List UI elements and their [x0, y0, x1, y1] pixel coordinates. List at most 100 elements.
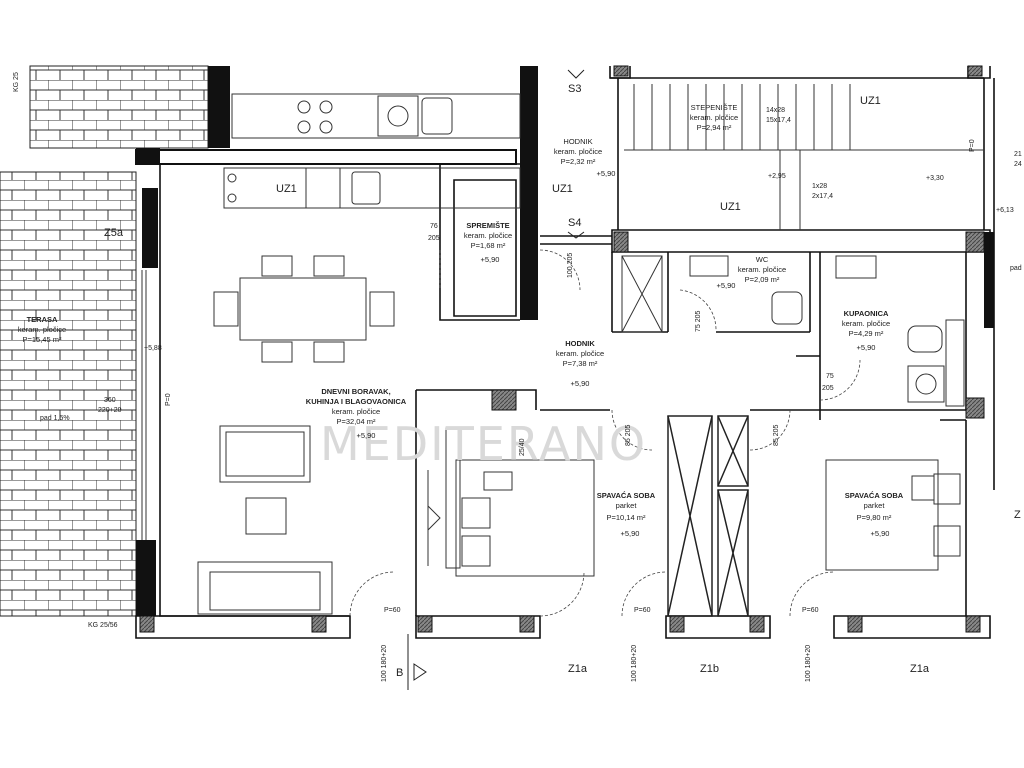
dim-bottom-2: 100 180+20 [631, 645, 638, 682]
dim-p0-right: P=0 [969, 139, 976, 152]
dim-p60-a: P=60 [384, 607, 401, 614]
b-marker: B [396, 667, 403, 679]
kitchen-units [223, 93, 521, 209]
section-markers [407, 69, 585, 690]
hodnik-mid-name: HODNIK [565, 339, 595, 348]
spavaca2-name: SPAVAĆA SOBA [845, 491, 904, 500]
spavaca2-floor: parket [864, 501, 886, 510]
terasa-floor: keram. pločice [18, 325, 66, 334]
dining-table [213, 255, 395, 363]
spavaca2-area: P=9,80 m² [857, 513, 892, 522]
dim-bottom-1: 100 180+20 [381, 645, 388, 682]
hodnik-top-level: +5,90 [597, 169, 616, 178]
dnevni-name2: KUHINJA I BLAGOVAONICA [306, 397, 407, 406]
level-right: +6,13 [996, 207, 1014, 214]
dim-p60-b: P=60 [634, 607, 651, 614]
kupaonica-floor: keram. pločice [842, 319, 890, 328]
s4-tag: S4 [568, 217, 581, 229]
uz1-tag-stair: UZ1 [720, 201, 741, 213]
stepeniste-area: P=2,94 m² [697, 123, 732, 132]
hodnik-mid-level: +5,90 [571, 379, 590, 388]
watermark: MEDITERANO [320, 417, 647, 471]
hodnik-mid-floor: keram. pločice [556, 349, 604, 358]
kupaonica-name: KUPAONICA [844, 309, 889, 318]
dim-stair-a1: 14x28 [766, 107, 785, 114]
dim-100-205: 100 205 [567, 253, 574, 278]
column-hatches [139, 65, 985, 633]
spremiste-name: SPREMIŠTE [466, 221, 509, 230]
dim-stair-b1: 1x28 [812, 183, 827, 190]
dim-85-205-a: 85 205 [625, 424, 632, 446]
uz1-tag-kitchen: UZ1 [276, 183, 297, 195]
wall-outlines [135, 66, 995, 639]
dim-p60-c: P=60 [802, 607, 819, 614]
spavaca1-floor: parket [616, 501, 638, 510]
wardrobes [667, 415, 749, 617]
dim-stair-b2: 2x17,4 [812, 193, 833, 200]
level-terrace: +5,88 [144, 345, 162, 352]
z5a-tag: Z5a [104, 227, 124, 239]
kupaonica-level: +5,90 [857, 343, 876, 352]
edge-right-1: 21 [1014, 151, 1022, 158]
dim-bottom-3: 100 180+20 [805, 645, 812, 682]
bathroom-fixtures [621, 255, 965, 407]
uz1-tag-hall: UZ1 [552, 183, 573, 195]
dim-205b: 205 [822, 385, 834, 392]
kg25-tag: KG 25 [13, 72, 20, 92]
staircase [624, 84, 984, 230]
dim-75b: 75 [826, 373, 834, 380]
uz1-tag-top: UZ1 [860, 95, 881, 107]
dim-win-220: 220+20 [98, 407, 122, 414]
hodnik-mid-area: P=7,38 m² [563, 359, 598, 368]
wc-floor: keram. pločice [738, 265, 786, 274]
pad-right: pad [1010, 265, 1022, 272]
terrace-tiles [0, 171, 137, 617]
spremiste-level: +5,90 [481, 255, 500, 264]
spavaca1-area: P=10,14 m² [607, 513, 646, 522]
level-stair1: +2,95 [768, 173, 786, 180]
level-pad: pad 1,5% [40, 415, 70, 422]
spremiste-area: P=1,68 m² [471, 241, 506, 250]
terasa-name: TERASA [27, 315, 58, 324]
wc-area: P=2,09 m² [745, 275, 780, 284]
wc-name: WC [756, 255, 769, 264]
terrace-window [141, 270, 147, 540]
spavaca1-name: SPAVAĆA SOBA [597, 491, 656, 500]
hodnik-top-floor: keram. pločice [554, 147, 602, 156]
dnevni-level: +5,90 [357, 431, 376, 440]
kupaonica-area: P=4,29 m² [849, 329, 884, 338]
dim-75-205: 75 205 [695, 310, 702, 332]
stepeniste-name: STEPENIŠTE [691, 103, 738, 112]
hodnik-top-area: P=2,32 m² [561, 157, 596, 166]
dnevni-name1: DNEVNI BORAVAK, [321, 387, 390, 396]
top-terrace-tiles [29, 65, 209, 149]
kg-bottom-tag: KG 25/56 [88, 622, 118, 629]
spavaca1-level: +5,90 [621, 529, 640, 538]
dim-205: 205 [428, 235, 440, 242]
hodnik-top-name: HODNIK [563, 137, 592, 146]
edge-right-2: 24 [1014, 161, 1022, 168]
z1a-right-tag: Z1a [910, 663, 930, 675]
level-stair2: +3,30 [926, 175, 944, 182]
dim-85-205-b: 85 205 [773, 424, 780, 446]
spavaca2-level: +5,90 [871, 529, 890, 538]
bed-1 [427, 427, 595, 577]
wc-level: +5,90 [717, 281, 736, 290]
spremiste-floor: keram. pločice [464, 231, 512, 240]
door-swings [349, 249, 861, 617]
stepeniste-floor: keram. pločice [690, 113, 738, 122]
dim-25-40: 25/40 [519, 438, 526, 456]
z1b-tag: Z1b [700, 663, 719, 675]
dim-stair-a2: 15x17,4 [766, 117, 791, 124]
dnevni-area: P=32,04 m² [337, 417, 376, 426]
bed-2 [825, 459, 961, 571]
dim-p0-left: P=0 [165, 393, 172, 406]
dim-win-360: 360 [104, 397, 116, 404]
dim-76: 76 [430, 223, 438, 230]
z1a-left-tag: Z1a [568, 663, 588, 675]
z-right-tag: Z [1014, 509, 1021, 521]
s3-tag: S3 [568, 83, 581, 95]
terasa-area: P=15,45 m² [23, 335, 62, 344]
living-furniture [197, 425, 333, 615]
